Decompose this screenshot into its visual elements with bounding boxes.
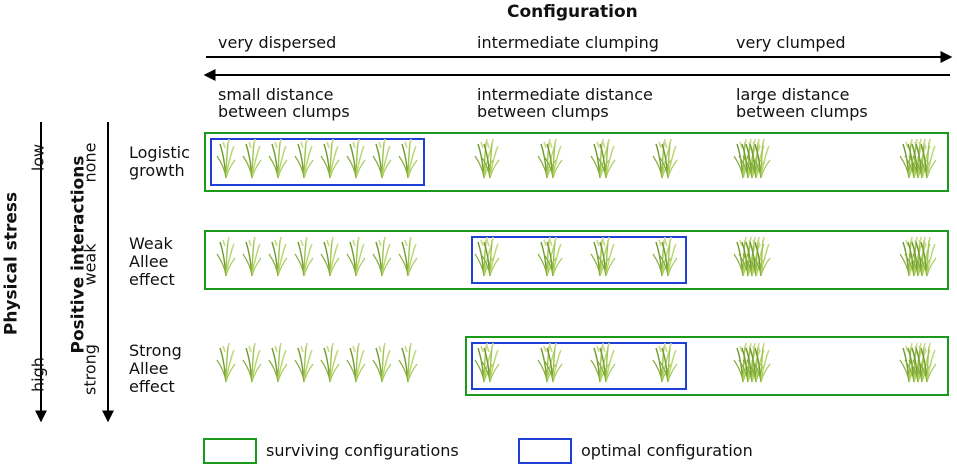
plant-single <box>242 236 262 277</box>
plant-pair <box>537 236 563 277</box>
optimal-box-row1 <box>210 138 425 186</box>
plant-single <box>372 236 392 277</box>
plant-single <box>372 342 392 383</box>
label-large-distance-1: large distance <box>736 85 850 104</box>
legend-optimal-label: optimal configuration <box>581 441 753 460</box>
plant-single <box>398 138 418 179</box>
label-very-dispersed: very dispersed <box>218 33 337 52</box>
label-intermediate-distance-2: between clumps <box>477 102 609 121</box>
plant-single <box>268 342 288 383</box>
plant-single <box>346 342 366 383</box>
plant-single <box>268 138 288 179</box>
row-label-strong-2: Allee <box>129 359 169 378</box>
plant-single <box>294 138 314 179</box>
optimal-box-row3 <box>471 342 687 390</box>
plant-pair <box>537 138 563 179</box>
plant-pair <box>474 236 500 277</box>
row-label-strong-1: Strong <box>129 341 182 360</box>
row-label-weak-3: effect <box>129 270 175 289</box>
legend-surviving-swatch <box>203 438 257 464</box>
plant-single <box>216 138 236 179</box>
optimal-box-row2 <box>471 236 687 284</box>
plant-pair <box>590 342 616 383</box>
plant-single <box>294 236 314 277</box>
plant-single <box>346 236 366 277</box>
row-label-strong-3: effect <box>129 377 175 396</box>
plant-single <box>320 342 340 383</box>
plant-single <box>398 236 418 277</box>
plant-pair <box>652 236 678 277</box>
diagram-title: Configuration <box>507 2 638 22</box>
physical-stress-label: Physical stress <box>1 191 22 336</box>
plant-single <box>216 236 236 277</box>
plant-clump <box>899 138 937 179</box>
plant-pair <box>537 342 563 383</box>
plant-single <box>242 342 262 383</box>
physical-stress-low: low <box>28 143 48 172</box>
plant-pair <box>590 138 616 179</box>
label-small-distance-1: small distance <box>218 85 334 104</box>
surviving-box-row3 <box>465 336 949 396</box>
row-label-weak-2: Allee <box>129 252 169 271</box>
label-intermediate-clumping: intermediate clumping <box>477 33 659 52</box>
plant-clump <box>733 342 771 383</box>
plant-single <box>320 138 340 179</box>
plant-clump <box>899 236 937 277</box>
row-label-logistic-2: growth <box>129 161 185 180</box>
positive-interactions-none: none <box>80 142 100 183</box>
plant-clump <box>733 138 771 179</box>
plant-pair <box>652 342 678 383</box>
label-large-distance-2: between clumps <box>736 102 868 121</box>
plant-single <box>242 138 262 179</box>
plant-grid <box>216 138 937 383</box>
plant-pair <box>474 138 500 179</box>
physical-stress-high: high <box>28 357 48 392</box>
label-intermediate-distance-1: intermediate distance <box>477 85 653 104</box>
row-label-logistic-1: Logistic <box>129 143 190 162</box>
plant-pair <box>652 138 678 179</box>
plant-single <box>294 342 314 383</box>
plant-single <box>268 236 288 277</box>
legend-optimal-swatch <box>518 438 572 464</box>
plant-clump <box>899 342 937 383</box>
plant-single <box>320 236 340 277</box>
surviving-box-row2 <box>204 230 949 290</box>
positive-interactions-weak: weak <box>80 243 100 286</box>
label-small-distance-2: between clumps <box>218 102 350 121</box>
row-label-weak-1: Weak <box>129 234 173 253</box>
plant-single <box>398 342 418 383</box>
positive-interactions-strong: strong <box>80 344 100 395</box>
plant-pair <box>474 342 500 383</box>
surviving-box-row1 <box>204 132 949 192</box>
legend-surviving-label: surviving configurations <box>266 441 459 460</box>
plant-clump <box>733 236 771 277</box>
plant-single <box>346 138 366 179</box>
plant-single <box>372 138 392 179</box>
label-very-clumped: very clumped <box>736 33 846 52</box>
plant-single <box>216 342 236 383</box>
plant-pair <box>590 236 616 277</box>
